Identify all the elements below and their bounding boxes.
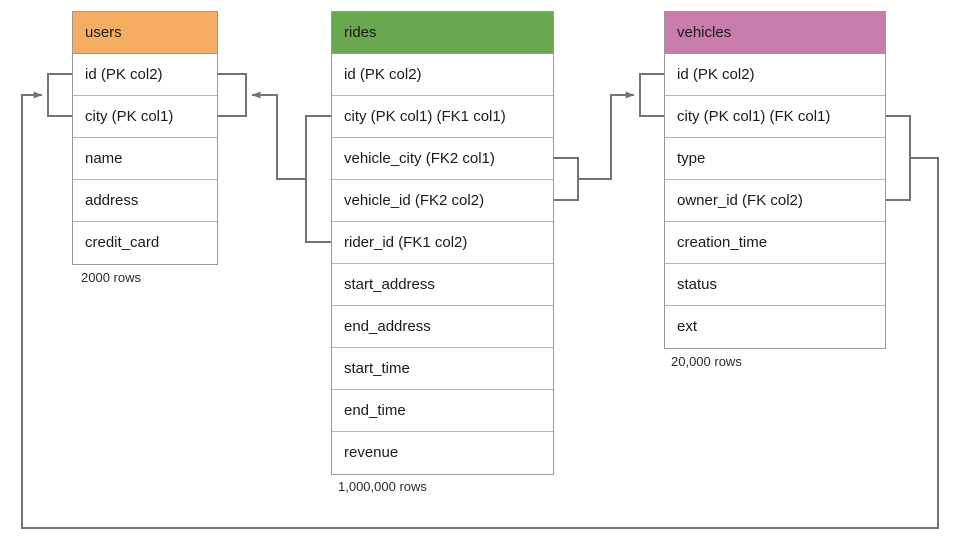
column-users-address[interactable]: address [73, 180, 217, 222]
relationship-fk1-rides-to-users [251, 91, 306, 180]
rides-right-bracket [554, 157, 579, 201]
column-vehicles-creation-time[interactable]: creation_time [665, 222, 885, 264]
users-right-bracket [218, 73, 247, 117]
table-header-vehicles: vehicles [665, 12, 885, 54]
row-count-rides: 1,000,000 rows [338, 479, 427, 494]
row-count-users: 2000 rows [81, 270, 141, 285]
column-vehicles-city[interactable]: city (PK col1) (FK col1) [665, 96, 885, 138]
rides-left-bracket [305, 115, 331, 243]
relationship-fk2-rides-to-vehicles [578, 91, 635, 180]
column-rides-start-time[interactable]: start_time [332, 348, 553, 390]
table-header-users: users [73, 12, 217, 54]
column-vehicles-status[interactable]: status [665, 264, 885, 306]
column-users-city[interactable]: city (PK col1) [73, 96, 217, 138]
column-users-id[interactable]: id (PK col2) [73, 54, 217, 96]
column-rides-vehicle-city[interactable]: vehicle_city (FK2 col1) [332, 138, 553, 180]
column-rides-id[interactable]: id (PK col2) [332, 54, 553, 96]
table-header-rides: rides [332, 12, 553, 54]
column-rides-vehicle-id[interactable]: vehicle_id (FK2 col2) [332, 180, 553, 222]
column-vehicles-type[interactable]: type [665, 138, 885, 180]
column-rides-rider-id[interactable]: rider_id (FK1 col2) [332, 222, 553, 264]
column-users-name[interactable]: name [73, 138, 217, 180]
entity-table-rides[interactable]: rides id (PK col2) city (PK col1) (FK1 c… [331, 11, 554, 475]
column-vehicles-id[interactable]: id (PK col2) [665, 54, 885, 96]
column-rides-city[interactable]: city (PK col1) (FK1 col1) [332, 96, 553, 138]
entity-table-vehicles[interactable]: vehicles id (PK col2) city (PK col1) (FK… [664, 11, 886, 349]
column-vehicles-owner-id[interactable]: owner_id (FK col2) [665, 180, 885, 222]
vehicles-left-bracket [639, 73, 664, 117]
entity-table-users[interactable]: users id (PK col2) city (PK col1) name a… [72, 11, 218, 265]
column-rides-start-address[interactable]: start_address [332, 264, 553, 306]
users-left-bracket [47, 73, 72, 117]
vehicles-right-bracket [886, 115, 911, 201]
row-count-vehicles: 20,000 rows [671, 354, 742, 369]
column-vehicles-ext[interactable]: ext [665, 306, 885, 348]
column-rides-revenue[interactable]: revenue [332, 432, 553, 474]
column-rides-end-address[interactable]: end_address [332, 306, 553, 348]
column-rides-end-time[interactable]: end_time [332, 390, 553, 432]
column-users-credit-card[interactable]: credit_card [73, 222, 217, 264]
